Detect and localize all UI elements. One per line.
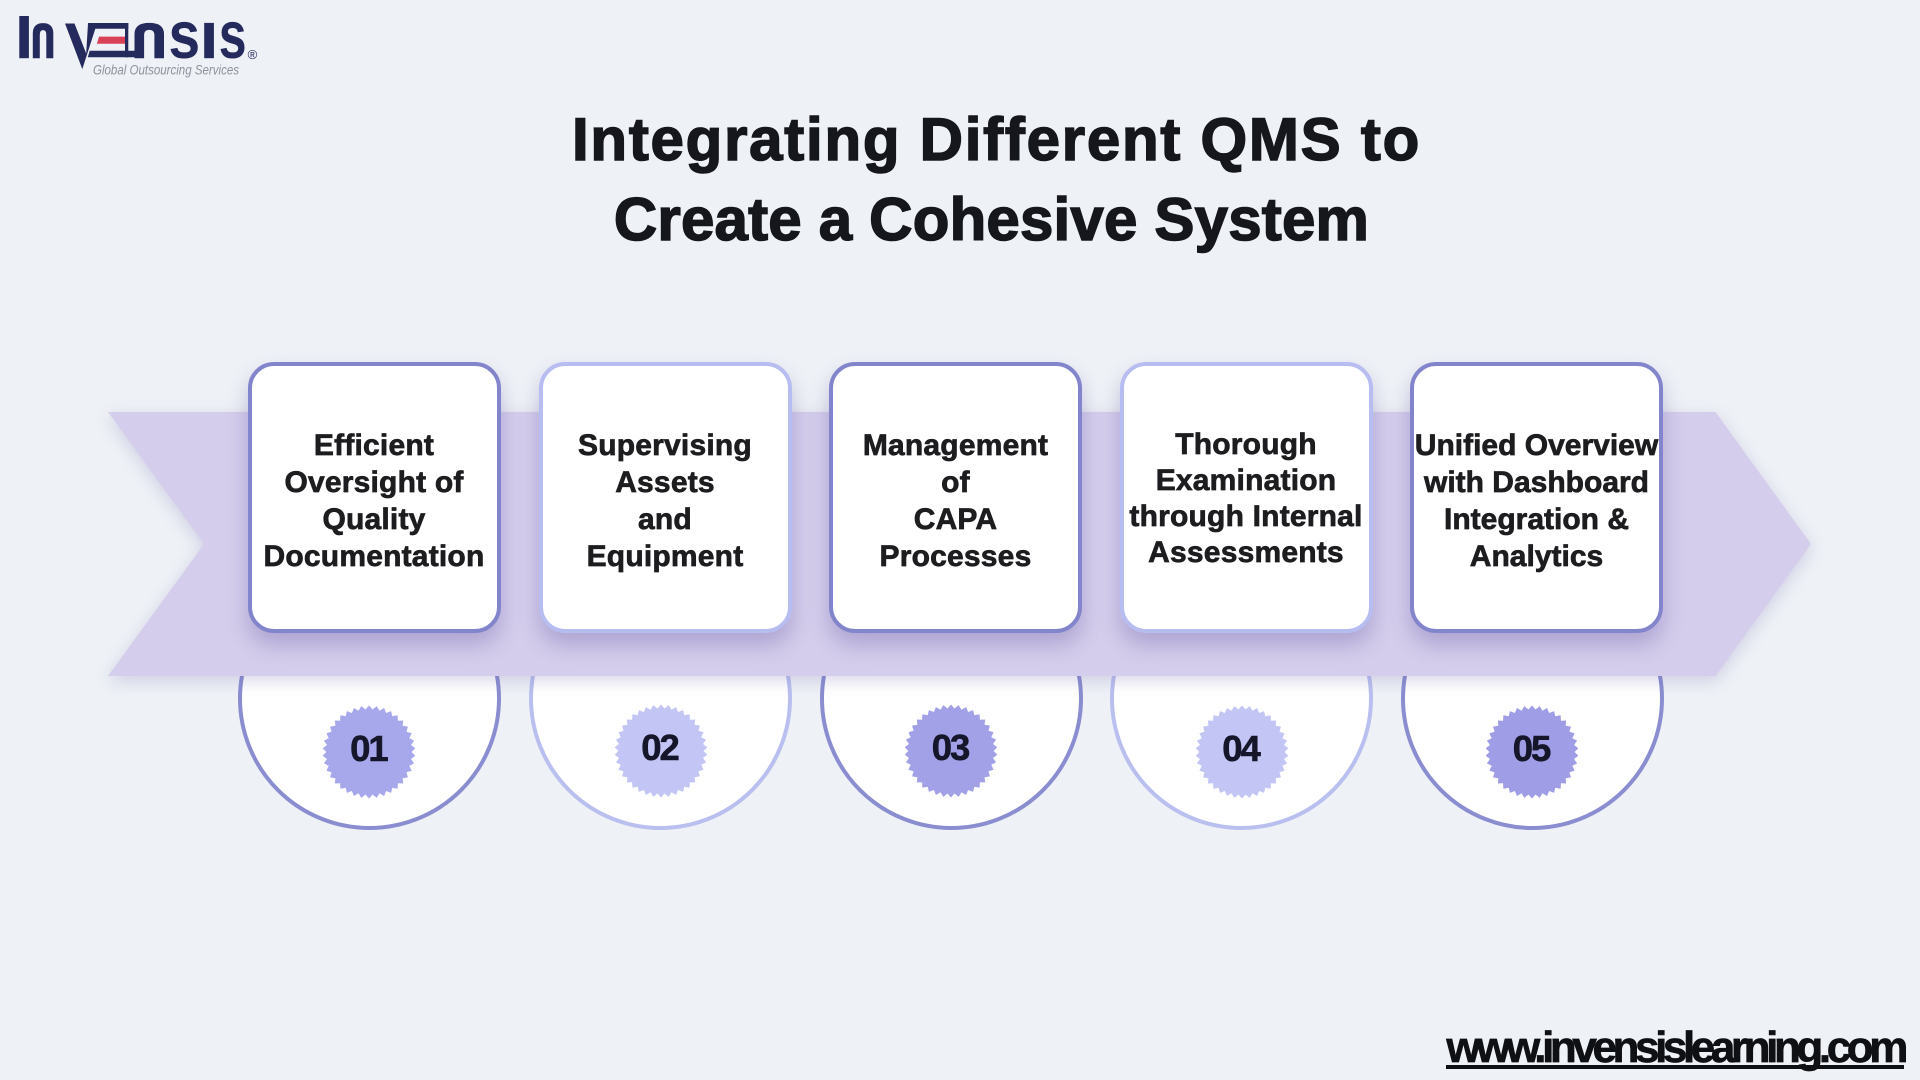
svg-text:®: ® <box>248 47 258 62</box>
svg-text:Global Outsourcing Services: Global Outsourcing Services <box>93 61 239 77</box>
svg-text:s: s <box>169 10 201 73</box>
svg-text:s: s <box>219 10 247 73</box>
